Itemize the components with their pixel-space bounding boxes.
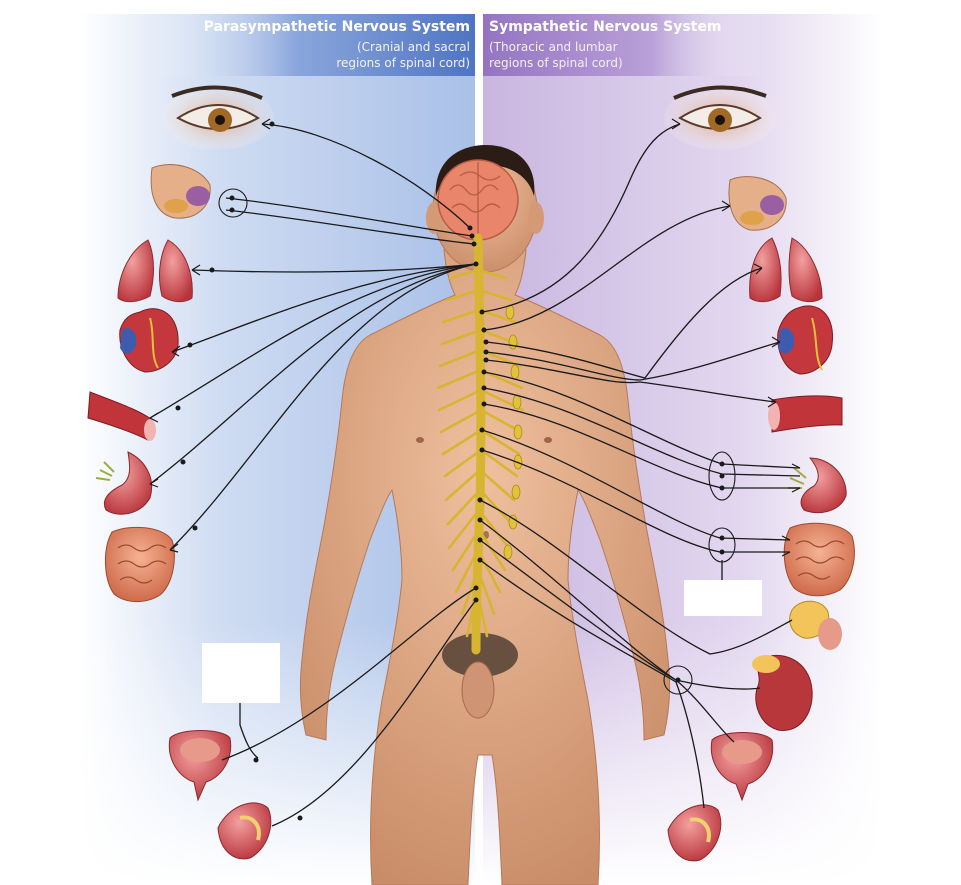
sympathetic-title: Sympathetic Nervous System: [489, 19, 721, 35]
para-bladder: [168, 730, 232, 802]
para-intestines: [104, 526, 175, 603]
symp-bladder: [710, 732, 774, 802]
parasympathetic-synapse-dots: [175, 121, 479, 821]
symp-celiac-ganglion-ring: [708, 451, 736, 501]
symp-blank-label-box[interactable]: [684, 580, 762, 616]
symp-lungs: [749, 237, 823, 303]
para-path-salivary-2: [225, 209, 475, 245]
symp-blood-vessel: [768, 395, 843, 433]
parasympathetic-pathways: [149, 123, 477, 827]
symp-inferior-ganglion-ring: [663, 665, 693, 695]
sympathetic-subtitle-line2: regions of spinal cord): [489, 56, 623, 70]
symp-path-eye: [481, 123, 681, 313]
symp-eye: [664, 85, 776, 150]
left-nipple: [416, 437, 424, 443]
para-stomach: [95, 451, 152, 515]
nerve-terminal-forks: [149, 118, 801, 557]
header-bands: Parasympathetic Nervous System (Cranial …: [150, 14, 763, 76]
hair: [435, 145, 535, 196]
symp-genitalia: [667, 804, 722, 862]
para-path-genitalia: [271, 599, 477, 827]
para-eye: [162, 85, 274, 150]
para-blood-vessel: [87, 391, 156, 441]
pubic-hair: [442, 633, 518, 677]
symp-path-stomach-1: [483, 371, 801, 469]
symp-path-genitalia: [479, 559, 705, 809]
symp-path-intestine-1: [481, 429, 791, 541]
symp-mesenteric-ganglion-ring: [708, 527, 736, 563]
symp-path-stomach-2: [483, 387, 801, 477]
symp-path-intestine-2: [481, 449, 790, 553]
sympathetic-organs: [664, 85, 855, 862]
sympathetic-ganglia: [663, 451, 736, 695]
symp-path-lungs: [485, 267, 763, 379]
para-salivary-ganglion-ring: [218, 188, 248, 218]
para-path-heart: [171, 263, 477, 353]
para-genitalia: [217, 802, 272, 860]
symp-path-salivary: [483, 205, 731, 331]
symp-path-bladder: [479, 539, 735, 743]
body-silhouette: [299, 249, 671, 885]
para-path-vessel: [149, 263, 477, 419]
genitals: [461, 661, 495, 719]
symp-intestines: [783, 522, 855, 597]
symp-path-stomach-3: [483, 403, 800, 489]
parasympathetic-subtitle-line1: (Cranial and sacral: [357, 40, 470, 54]
para-path-bladder: [221, 587, 477, 761]
sympathetic-pathways: [479, 123, 801, 809]
symp-path-kidney: [479, 519, 761, 690]
para-label-leader: [239, 702, 259, 759]
parasympathetic-ganglia: [218, 188, 248, 218]
sympathetic-header-band: [483, 14, 763, 76]
symp-kidney: [752, 655, 813, 732]
brain-folds: [449, 162, 501, 238]
parasympathetic-header-band: [150, 14, 475, 76]
left-ear: [426, 202, 442, 234]
right-ear: [528, 202, 544, 234]
symp-heart: [777, 305, 834, 375]
para-path-lungs: [191, 263, 477, 273]
parasympathetic-subtitle-line2: regions of spinal cord): [336, 56, 470, 70]
para-path-stomach: [149, 263, 477, 485]
parasympathetic-title: Parasympathetic Nervous System: [204, 19, 470, 35]
sympathetic-chain-ganglia: [503, 304, 523, 560]
symp-path-heart: [485, 341, 781, 381]
para-lungs: [117, 239, 193, 303]
symp-path-adrenal: [479, 499, 793, 655]
para-path-salivary-1: [225, 197, 473, 237]
right-nipple: [544, 437, 552, 443]
sympathetic-subtitle-line1: (Thoracic and lumbar: [489, 40, 618, 54]
sympathetic-synapse-dots: [477, 309, 725, 683]
para-path-intestine: [169, 263, 477, 551]
para-heart: [119, 308, 179, 373]
symp-path-vessel: [485, 359, 777, 403]
para-salivary-glands: [150, 164, 211, 219]
brain: [437, 159, 519, 241]
para-path-eye: [261, 123, 471, 229]
symp-salivary-glands: [728, 176, 787, 231]
parasympathetic-organs: [87, 85, 274, 860]
symp-adrenal-gland: [789, 600, 842, 650]
para-blank-label-box[interactable]: [202, 643, 280, 703]
